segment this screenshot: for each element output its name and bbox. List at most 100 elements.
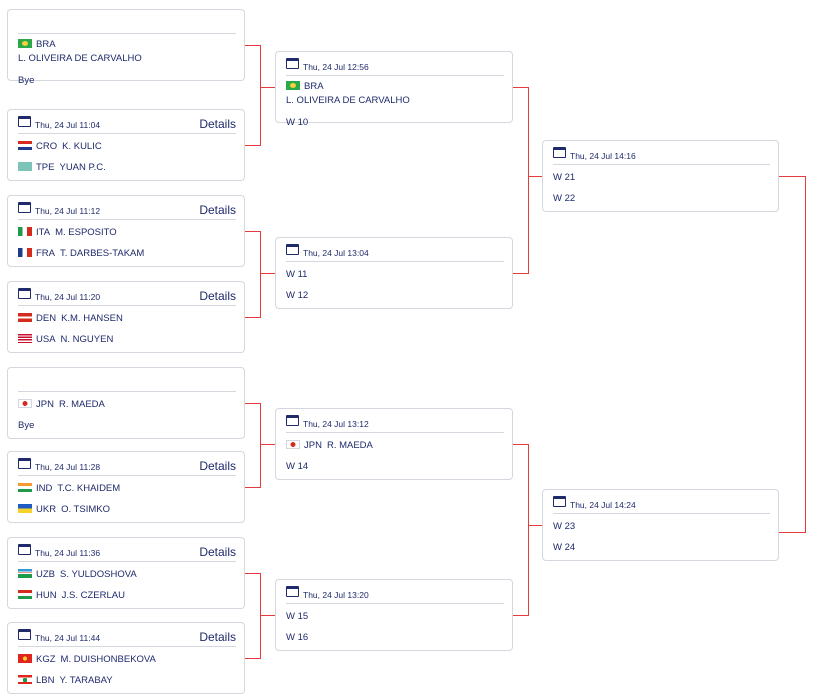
player-name: S. YULDOSHOVA [60,569,137,580]
bracket-connector [260,231,261,318]
bracket-connector [260,444,275,445]
player-row-2: W 14 [286,461,308,473]
bracket-connector [513,444,529,445]
player-row-1: CRO K. KULIC [18,141,102,153]
match-header: Thu, 24 Jul 14:16 [553,141,770,165]
player-name: W 16 [286,632,309,643]
flag-icon [18,399,32,408]
flag-icon [18,483,32,492]
flag-icon [18,39,32,48]
player-row-2: Bye [18,420,34,432]
country-code: HUN [36,590,57,601]
player-fullname: L. OLIVEIRA DE CARVALHO [18,53,142,64]
country-code: IND [36,483,53,494]
match-datetime: Thu, 24 Jul 11:04 [35,120,101,130]
player-name: BRA [304,81,324,92]
player-name: R. MAEDA [326,440,373,451]
country-code: KGZ [36,654,56,665]
flag-icon [18,313,32,322]
country-code: ITA [36,227,51,238]
details-link[interactable]: Details [199,117,236,131]
country-code: JPN [304,440,322,451]
player-name: W 10 [286,117,309,128]
bracket-connector [245,573,261,574]
country-code: LBN [36,675,55,686]
bracket-connector [513,273,529,274]
details-link[interactable]: Details [199,545,236,559]
player-row-2: LBN Y. TARABAY [18,675,113,687]
player-row-2: W 16 [286,632,308,644]
bracket-connector [245,658,261,659]
calendar-icon [553,496,566,507]
bracket-connector [528,87,529,274]
match-datetime: Thu, 24 Jul 14:24 [570,500,636,510]
player-name: W 24 [553,542,576,553]
calendar-icon [286,586,299,597]
country-code: CRO [36,141,58,152]
bracket-connector [260,273,275,274]
match-header: Thu, 24 Jul 12:56 [286,52,504,76]
player-name: J.S. CZERLAU [61,590,125,601]
player-row-1: W 21 [553,172,575,184]
country-code: UZB [36,569,55,580]
player-row-2: W 10 [286,117,308,129]
player-fullname: L. OLIVEIRA DE CARVALHO [286,95,410,106]
flag-icon [18,141,32,150]
player-row-2: W 22 [553,193,575,205]
player-row-1: BRA [286,81,324,93]
match-header: Thu, 24 Jul 14:24 [553,490,770,514]
country-code: TPE [36,162,55,173]
bracket-connector [245,45,261,46]
calendar-icon [553,147,566,158]
player-name: Bye [18,420,35,431]
player-name: Y. TARABAY [59,675,113,686]
player-row-1: KGZ M. DUISHONBEKOVA [18,654,156,666]
details-link[interactable]: Details [199,203,236,217]
player-name: T. DARBES-TAKAM [60,248,145,259]
bracket-connector [528,176,542,177]
player-name: W 12 [286,290,309,301]
match-header [18,10,236,34]
flag-icon [18,248,32,257]
bracket-connector [528,525,542,526]
player-row-1: W 23 [553,521,575,533]
match-datetime: Thu, 24 Jul 14:16 [570,151,636,161]
bracket-connector [528,444,529,616]
calendar-icon [18,458,31,469]
details-link[interactable]: Details [199,289,236,303]
match-header: Thu, 24 Jul 13:20 [286,580,504,604]
match-datetime: Thu, 24 Jul 13:04 [303,248,369,258]
match-datetime: Thu, 24 Jul 11:28 [35,462,101,472]
calendar-icon [18,288,31,299]
player-row-1: JPN R. MAEDA [286,440,373,452]
bracket-connector [779,532,806,533]
flag-icon [18,654,32,663]
player-row-1: UZB S. YULDOSHOVA [18,569,137,581]
player-name: W 14 [286,461,309,472]
match-datetime: Thu, 24 Jul 13:20 [303,590,369,600]
match-card: Thu, 24 Jul 14:24 W 23 W 24 [542,489,779,561]
player-name: R. MAEDA [58,399,105,410]
details-link[interactable]: Details [199,630,236,644]
player-name: K. KULIC [62,141,102,152]
match-header: Thu, 24 Jul 11:28 Details [18,452,236,476]
match-datetime: Thu, 24 Jul 13:12 [303,419,369,429]
player-row-2: HUN J.S. CZERLAU [18,590,125,602]
player-name: M. DUISHONBEKOVA [60,654,156,665]
calendar-icon [286,58,299,69]
bracket-connector [245,403,261,404]
details-link[interactable]: Details [199,459,236,473]
flag-icon [18,227,32,236]
